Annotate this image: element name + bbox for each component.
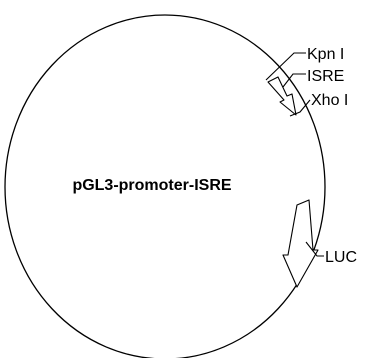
xho-site-label: Xho I bbox=[311, 92, 348, 109]
isre-insert-arrow bbox=[267, 76, 297, 116]
luc-gene-arrow bbox=[282, 199, 319, 288]
plasmid-name: pGL3-promoter-ISRE bbox=[72, 177, 231, 194]
isre-label: ISRE bbox=[307, 68, 344, 85]
luc-gene-label: LUC bbox=[325, 249, 357, 266]
kpn-leader-line bbox=[265, 52, 306, 81]
luc-leader-line bbox=[305, 241, 324, 257]
kpn-site-label: Kpn I bbox=[307, 46, 344, 63]
xho-leader-line bbox=[289, 99, 311, 117]
isre-leader-line bbox=[282, 73, 306, 88]
